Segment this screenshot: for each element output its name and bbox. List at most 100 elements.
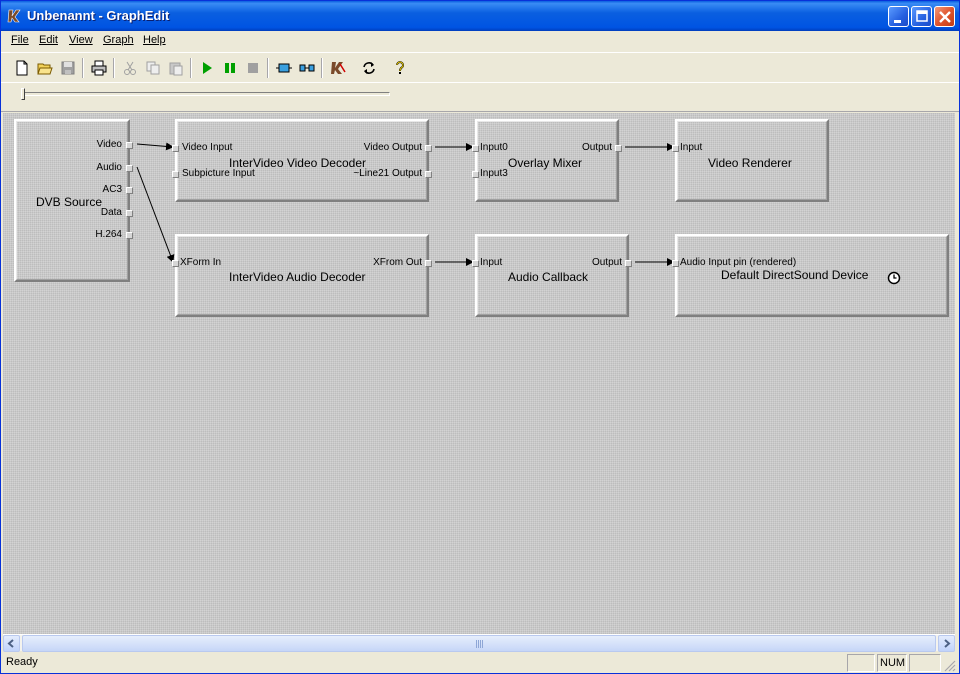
copy-icon: [146, 61, 160, 75]
connections-layer: [136, 142, 675, 266]
output-pin[interactable]: [126, 165, 133, 172]
copy-button[interactable]: [142, 57, 164, 79]
input-pin[interactable]: [472, 260, 479, 267]
print-button[interactable]: [88, 57, 110, 79]
menu-view[interactable]: View: [69, 34, 93, 46]
filter-name: InterVideo Video Decoder: [229, 156, 366, 170]
maximize-button[interactable]: [911, 6, 932, 27]
new-button[interactable]: [11, 57, 33, 79]
toolbar: [1, 52, 959, 81]
toolbar-separator: [190, 58, 192, 78]
output-pin[interactable]: [625, 260, 632, 267]
filter-overlay-mixer[interactable]: Overlay Mixer Input0 Input3 Output: [472, 119, 622, 202]
mute-button[interactable]: [327, 57, 349, 79]
connect-filters-button[interactable]: [296, 57, 318, 79]
help-button[interactable]: [389, 57, 411, 79]
output-pin[interactable]: [425, 145, 432, 152]
clock-icon: [887, 271, 901, 285]
output-pin[interactable]: [126, 232, 133, 239]
menu-graph[interactable]: Graph: [103, 34, 134, 46]
stop-button[interactable]: [242, 57, 264, 79]
filter-name: InterVideo Audio Decoder: [229, 270, 366, 284]
play-icon: [203, 62, 212, 74]
pin-label: Output: [591, 257, 622, 268]
pause-button[interactable]: [219, 57, 241, 79]
filter-frame: [16, 121, 128, 280]
minimize-button[interactable]: [888, 6, 909, 27]
close-button[interactable]: [934, 6, 955, 27]
connection-video[interactable]: [136, 142, 174, 151]
pin-label: ~Line21 Output: [353, 168, 422, 179]
connect-filters-icon: [299, 64, 315, 72]
scroll-left-button[interactable]: [3, 635, 20, 652]
status-text: Ready: [6, 656, 38, 668]
menu-file[interactable]: File: [11, 34, 29, 46]
output-pin[interactable]: [615, 145, 622, 152]
input-pin[interactable]: [172, 171, 179, 178]
filter-dvb-source[interactable]: DVB Source Video Audio AC3 Data H.264: [14, 119, 133, 282]
output-pin[interactable]: [425, 171, 432, 178]
paste-button[interactable]: [165, 57, 187, 79]
new-icon: [16, 60, 28, 76]
output-pin[interactable]: [126, 187, 133, 194]
save-button[interactable]: [57, 57, 79, 79]
filter-audio-callback[interactable]: Audio Callback Input Output: [472, 234, 632, 317]
input-pin[interactable]: [472, 171, 479, 178]
save-icon: [61, 61, 75, 75]
pin-label: Video: [96, 139, 122, 150]
toolbar-separator: [113, 58, 115, 78]
connection-audio[interactable]: [136, 166, 175, 263]
toolbar-separator: [321, 58, 323, 78]
filter-intervideo-audio-decoder[interactable]: InterVideo Audio Decoder XForm In XFrom …: [172, 234, 432, 317]
input-pin[interactable]: [672, 145, 679, 152]
menu-edit[interactable]: Edit: [39, 34, 58, 46]
horizontal-scrollbar[interactable]: [3, 634, 955, 652]
seek-track[interactable]: [23, 92, 390, 96]
input-pin[interactable]: [672, 260, 679, 267]
resize-grip-icon[interactable]: [943, 659, 956, 672]
refresh-button[interactable]: [358, 57, 380, 79]
menu-file-label: File: [11, 34, 29, 46]
menu-edit-label: Edit: [39, 34, 58, 46]
output-pin[interactable]: [425, 260, 432, 267]
filter-name: Default DirectSound Device: [721, 268, 869, 282]
menu-bar: File Edit View Graph Help: [1, 31, 959, 50]
input-pin[interactable]: [172, 145, 179, 152]
input-pin[interactable]: [172, 260, 179, 267]
scroll-thumb[interactable]: [22, 635, 936, 652]
input-pin[interactable]: [472, 145, 479, 152]
filter-video-renderer[interactable]: Video Renderer Input: [672, 119, 829, 202]
filter-frame: [677, 236, 947, 315]
seek-slider-thumb[interactable]: [21, 88, 25, 100]
output-pin[interactable]: [126, 142, 133, 149]
pin-label: Data: [100, 207, 122, 218]
pause-icon: [225, 63, 235, 73]
pin-label: Input3: [480, 168, 508, 179]
scroll-grip: [476, 640, 484, 648]
cut-button[interactable]: [119, 57, 141, 79]
graph-canvas[interactable]: DVB Source Video Audio AC3 Data H.264 In…: [3, 113, 955, 635]
filter-name: Audio Callback: [508, 270, 589, 284]
seek-button[interactable]: [273, 57, 295, 79]
num-lock-indicator: NUM: [880, 657, 906, 669]
pin-label: Output: [581, 142, 612, 153]
stop-icon: [248, 63, 258, 73]
title-bar[interactable]: Unbenannt - GraphEdit: [1, 1, 959, 31]
menu-help[interactable]: Help: [143, 34, 166, 46]
pin-label: H.264: [95, 229, 122, 240]
status-pane-caps: [847, 654, 875, 672]
pin-label: XFrom Out: [373, 257, 422, 268]
play-button[interactable]: [196, 57, 218, 79]
window-title: Unbenannt - GraphEdit: [27, 8, 170, 23]
filter-default-directsound-device[interactable]: Default DirectSound Device Audio Input p…: [672, 234, 949, 317]
menu-view-label: View: [69, 34, 93, 46]
output-pin[interactable]: [126, 210, 133, 217]
scroll-right-button[interactable]: [938, 635, 955, 652]
seek-bar: [1, 82, 959, 112]
menu-help-label: Help: [143, 34, 166, 46]
seek-icon: [276, 63, 292, 73]
refresh-icon: [363, 62, 375, 74]
filter-intervideo-video-decoder[interactable]: InterVideo Video Decoder Video Input Sub…: [172, 119, 432, 202]
pin-label: XForm In: [180, 257, 222, 268]
open-button[interactable]: [34, 57, 56, 79]
